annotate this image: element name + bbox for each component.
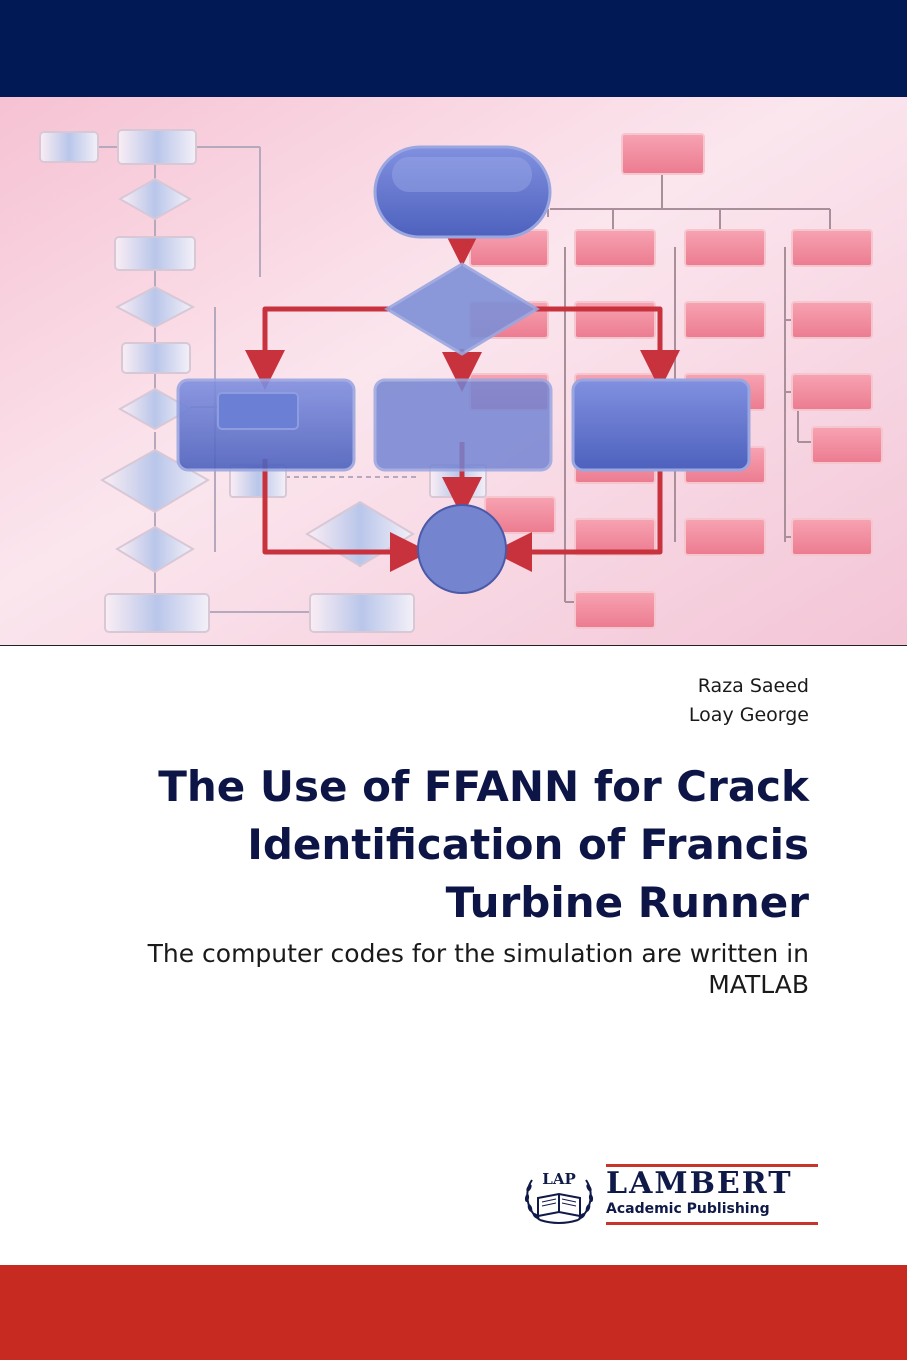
cover-flowchart-illustration — [0, 97, 907, 646]
bottom-color-band — [0, 1265, 907, 1360]
publisher-tagline: Academic Publishing — [606, 1201, 770, 1217]
publisher-rule — [606, 1222, 818, 1225]
author-name: Raza Saeed — [697, 675, 809, 697]
book-with-laurel-icon: LAP — [520, 1160, 598, 1230]
publisher-rule — [606, 1164, 818, 1167]
publisher-name: LAMBERT — [606, 1166, 793, 1201]
publisher-logo: LAP LAMBERT Academic Publishing — [520, 1160, 820, 1230]
top-color-band — [0, 0, 907, 97]
book-title: The Use of FFANN for Crack Identificatio… — [158, 762, 809, 927]
publisher-emblem-text: LAP — [542, 1170, 575, 1188]
author-name: Loay George — [688, 704, 809, 726]
book-subtitle: The computer codes for the simulation ar… — [147, 939, 809, 999]
